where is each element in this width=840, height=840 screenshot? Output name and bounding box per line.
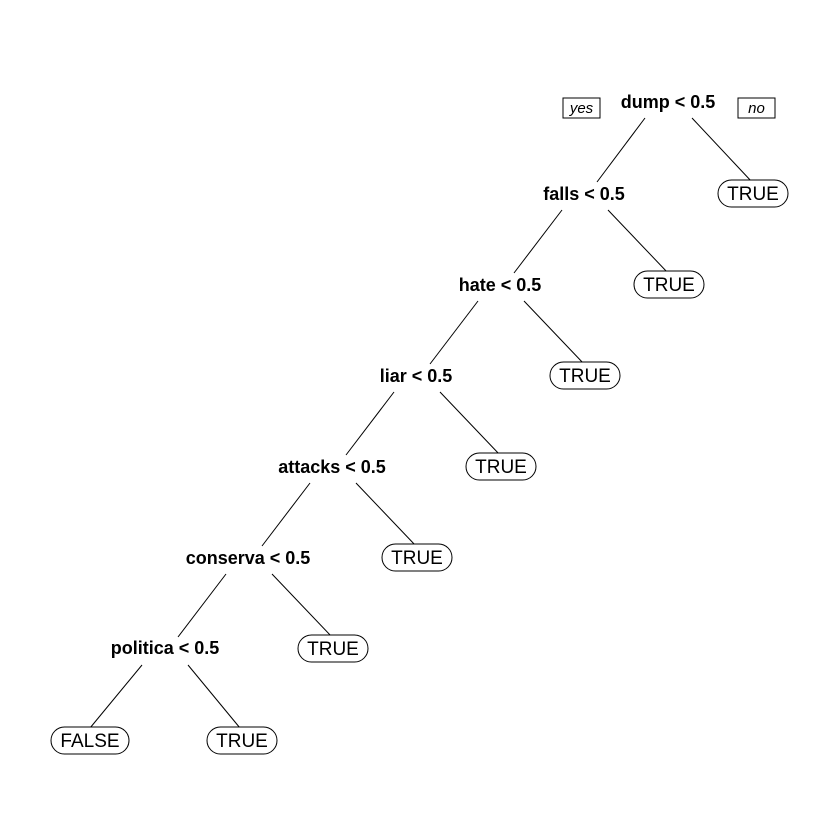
leaf-node: TRUE [549,361,621,390]
split-node-hate: hate < 0.5 [459,275,542,295]
leaf-node: TRUE [717,179,789,208]
split-node-liar: liar < 0.5 [380,366,453,386]
leaf-label: TRUE [216,731,268,752]
edge-hate-liar [429,300,479,365]
leaf-label: TRUE [391,548,443,569]
split-node-conserva: conserva < 0.5 [186,548,311,568]
leaf-label: TRUE [727,184,779,205]
leaf-node: FALSE [50,726,130,755]
edge-falls-hate [513,209,563,274]
split-node-falls: falls < 0.5 [543,184,625,204]
leaf-node: TRUE [465,452,537,481]
leaf-label: FALSE [60,731,119,752]
split-node-attacks: attacks < 0.5 [278,457,386,477]
edge-hate-leaf [523,300,585,365]
edge-politica-true [187,664,241,729]
leaf-node: TRUE [206,726,278,755]
edge-dump-falls [596,117,646,183]
branch-label-no: no [737,97,776,119]
edge-liar-attacks [345,391,395,456]
edge-liar-leaf [439,391,501,456]
edge-dump-leaf [691,117,753,183]
leaf-label: TRUE [307,639,359,660]
edge-attacks-conserva [261,482,311,547]
leaf-label: TRUE [559,366,611,387]
edge-politica-false [89,664,143,729]
edge-conserva-politica [177,573,227,638]
edge-conserva-leaf [271,573,333,638]
split-node-politica: politica < 0.5 [111,638,220,658]
edge-falls-leaf [607,209,669,274]
leaf-node: TRUE [297,634,369,663]
edge-attacks-leaf [355,482,417,547]
tree-edges [89,117,753,729]
split-node-dump: dump < 0.5 [621,92,716,112]
leaf-label: TRUE [643,275,695,296]
branch-label-yes: yes [562,97,601,119]
leaf-node: TRUE [381,543,453,572]
leaf-node: TRUE [633,270,705,299]
branch-label-yes-text: yes [569,100,594,117]
leaf-label: TRUE [475,457,527,478]
branch-label-no-text: no [748,100,765,117]
